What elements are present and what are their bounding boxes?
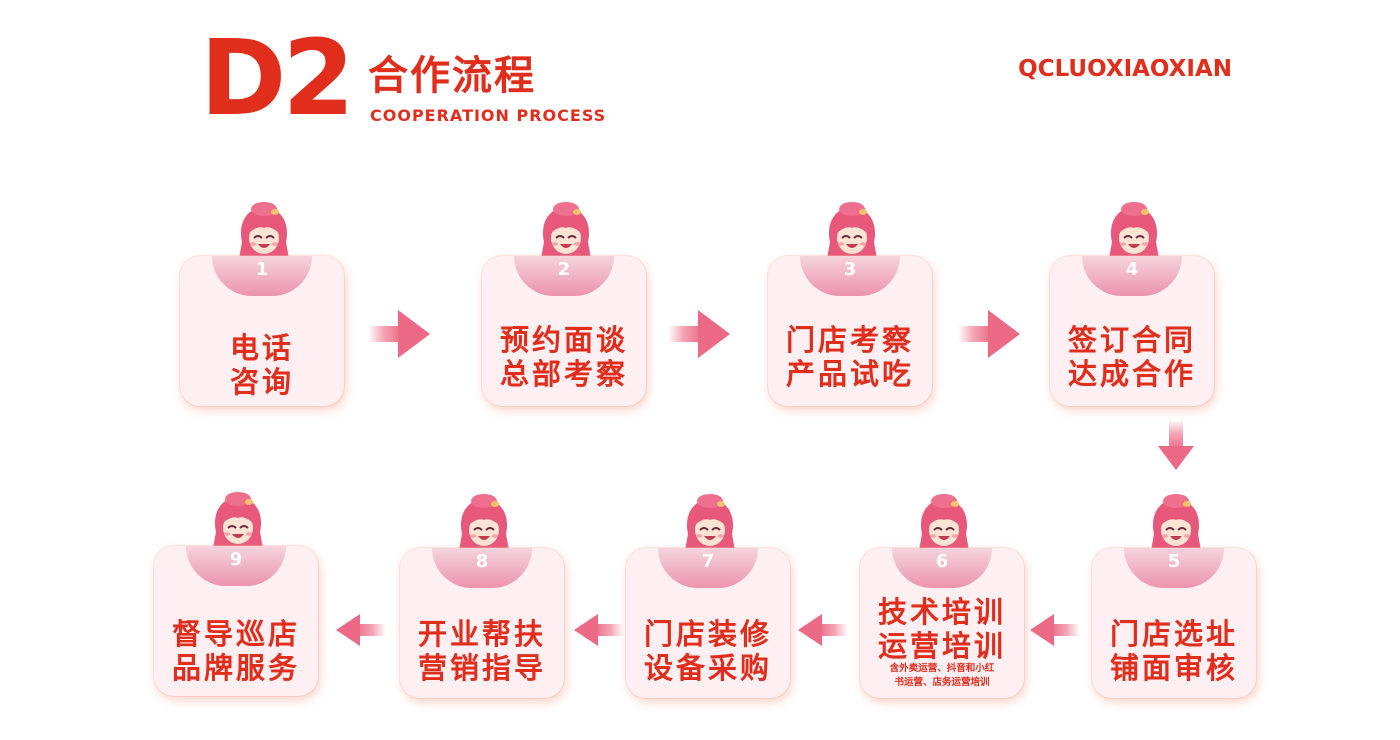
mascot-girl-icon (536, 202, 596, 264)
mascot-girl-icon (822, 202, 882, 264)
step-number: 1 (255, 259, 269, 280)
step-number-tab: 1 (212, 256, 312, 296)
step-title-line2: 总部考察 (499, 357, 628, 391)
step-card-2: 2 预约面谈 总部考察 (482, 256, 646, 406)
step-card-3: 3 门店考察 产品试吃 (768, 256, 932, 406)
step-number-tab: 5 (1124, 548, 1224, 588)
arrow-right-icon (668, 306, 732, 362)
step-number-tab: 9 (186, 546, 286, 586)
brand-name: QCLUOXIAOXIAN (1018, 56, 1232, 82)
step-title-line2: 铺面审核 (1109, 651, 1238, 685)
step-title-line2: 达成合作 (1067, 357, 1196, 391)
step-title-line1: 技术培训 (877, 595, 1006, 629)
step-number: 9 (229, 549, 243, 570)
step-number: 8 (475, 551, 489, 572)
step-number: 2 (557, 259, 571, 280)
step-title-line2: 运营培训 (877, 629, 1006, 663)
step-card-7: 7 门店装修 设备采购 (626, 548, 790, 698)
step-title-line1: 开业帮扶 (417, 617, 546, 651)
page-title: 合作流程 (368, 53, 536, 99)
step-number-tab: 8 (432, 548, 532, 588)
step-title-line2: 咨询 (229, 365, 294, 399)
step-title-line1: 电话 (229, 331, 294, 365)
step-title-line1: 签订合同 (1067, 323, 1196, 357)
mascot-girl-icon (208, 492, 268, 554)
arrow-right-icon (368, 306, 432, 362)
step-title-line1: 门店考察 (785, 323, 914, 357)
step-note-line2: 书运营、店务运营培训 (894, 677, 990, 688)
step-card-9: 9 督导巡店 品牌服务 (154, 546, 318, 696)
mascot-girl-icon (454, 494, 514, 556)
arrow-left-icon (796, 612, 848, 648)
arrow-left-icon (334, 612, 386, 648)
step-number: 5 (1167, 551, 1181, 572)
step-card-4: 4 签订合同 达成合作 (1050, 256, 1214, 406)
arrow-right-icon (958, 306, 1022, 362)
step-card-1: 1 电话 咨询 (180, 256, 344, 406)
step-number-tab: 6 (892, 548, 992, 588)
step-title-line2: 品牌服务 (171, 651, 300, 685)
step-number: 4 (1125, 259, 1139, 280)
step-card-8: 8 开业帮扶 营销指导 (400, 548, 564, 698)
section-code: D2 (200, 17, 355, 139)
step-card-6: 6 技术培训 运营培训 含外卖运营、抖音和小红 书运营、店务运营培训 (860, 548, 1024, 698)
page-subtitle: COOPERATION PROCESS (370, 106, 607, 125)
arrow-down-icon (1156, 420, 1196, 472)
step-note-line1: 含外卖运营、抖音和小红 (889, 663, 995, 674)
step-number: 6 (935, 551, 949, 572)
step-number-tab: 3 (800, 256, 900, 296)
step-title-line1: 预约面谈 (499, 323, 628, 357)
step-card-5: 5 门店选址 铺面审核 (1092, 548, 1256, 698)
step-title-line2: 产品试吃 (785, 357, 914, 391)
mascot-girl-icon (234, 202, 294, 264)
arrow-left-icon (1028, 612, 1080, 648)
step-title-line2: 设备采购 (643, 651, 772, 685)
mascot-girl-icon (1104, 202, 1164, 264)
step-number-tab: 7 (658, 548, 758, 588)
step-title-line1: 门店选址 (1109, 617, 1238, 651)
mascot-girl-icon (1146, 494, 1206, 556)
step-title-line1: 督导巡店 (171, 617, 300, 651)
step-number: 3 (843, 259, 857, 280)
step-number-tab: 2 (514, 256, 614, 296)
arrow-left-icon (572, 612, 624, 648)
step-title-line2: 营销指导 (417, 651, 546, 685)
step-number: 7 (701, 551, 715, 572)
step-title-line1: 门店装修 (643, 617, 772, 651)
mascot-girl-icon (680, 494, 740, 556)
step-number-tab: 4 (1082, 256, 1182, 296)
mascot-girl-icon (914, 494, 974, 556)
